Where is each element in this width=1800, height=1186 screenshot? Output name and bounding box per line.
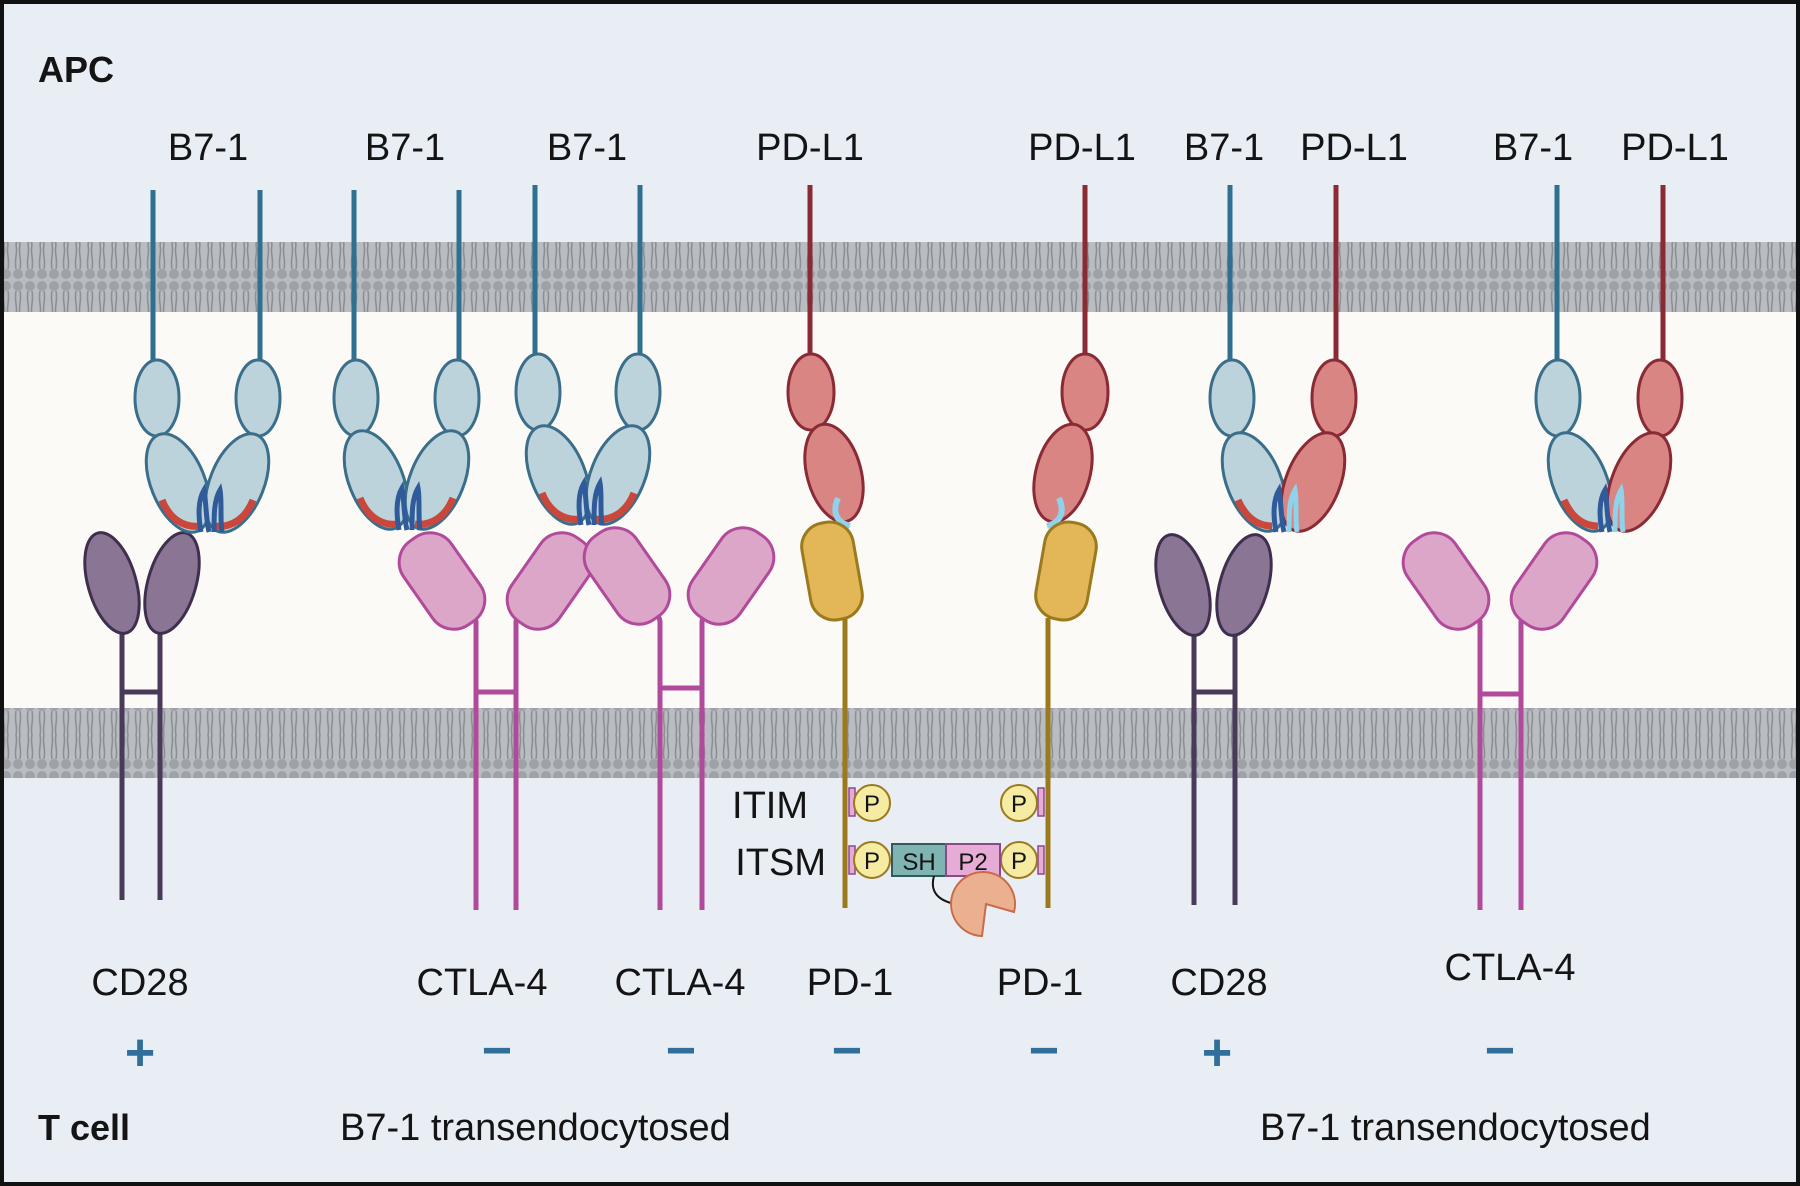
ligand-label: B7-1 [1493, 127, 1573, 169]
signal-sign: − [1029, 1022, 1059, 1080]
b7-1-dimer [133, 190, 282, 534]
svg-text:P: P [864, 848, 880, 875]
receptor-label: PD-1 [997, 962, 1084, 1004]
svg-text:P: P [1011, 791, 1027, 818]
cd28-receptor [83, 531, 201, 900]
shp2-phosphatase: SH P2 [891, 843, 1016, 938]
svg-text:SH: SH [902, 849, 935, 876]
signal-sign: − [482, 1022, 512, 1080]
signal-sign: + [1202, 1024, 1232, 1082]
signal-sign: − [1485, 1022, 1515, 1080]
apc-membrane [0, 242, 1800, 312]
receptor-label: CTLA-4 [615, 962, 746, 1004]
phospho-itim-left: P [853, 784, 891, 822]
svg-text:P: P [1011, 848, 1027, 875]
itsm-label: ITSM [735, 842, 826, 884]
transendocytosis-note: B7-1 transendocytosed [340, 1107, 731, 1149]
b7-1-pd-l1-cis-dimer-right [1534, 185, 1684, 533]
t-cell-membrane [0, 708, 1800, 778]
pd-l1-right [1032, 185, 1110, 529]
pd-1-signaling-motifs [848, 787, 1045, 875]
synapse-gap [0, 312, 1800, 708]
ligand-label: PD-L1 [756, 127, 864, 169]
receptor-label: CTLA-4 [1445, 947, 1576, 989]
phospho-itsm-right: P [1000, 841, 1038, 879]
ligand-label: B7-1 [168, 127, 248, 169]
receptor-label: CD28 [91, 962, 188, 1004]
pd-1-left [800, 520, 864, 908]
pd-1-right [1034, 520, 1098, 908]
itim-label: ITIM [732, 785, 808, 827]
phospho-itim-right: P [1000, 784, 1038, 822]
pd-l1-left [786, 185, 865, 529]
signal-sign: + [125, 1024, 155, 1082]
ctla-4-receptor-far-right [1401, 531, 1599, 910]
ctla-4-receptor-right [582, 526, 776, 910]
ligand-label: B7-1 [365, 127, 445, 169]
b7-1-pd-l1-cis-dimer-left [1208, 185, 1358, 533]
transendocytosis-note: B7-1 transendocytosed [1260, 1107, 1651, 1149]
receptor-label: PD-1 [807, 962, 894, 1004]
t-cell-label: T cell [38, 1107, 130, 1148]
receptor-label: CTLA-4 [417, 962, 548, 1004]
apc-label: APC [38, 49, 114, 90]
ctla-4-receptor-left [397, 531, 595, 910]
cd28-receptor-right [1154, 533, 1273, 905]
ligand-label: PD-L1 [1300, 127, 1408, 169]
ligand-label: B7-1 [547, 127, 627, 169]
ligand-label: PD-L1 [1621, 127, 1729, 169]
b7-1-dimer-left [332, 190, 481, 531]
ligand-label: PD-L1 [1028, 127, 1136, 169]
b7-1-dimer-right [514, 185, 662, 526]
signal-sign: − [666, 1022, 696, 1080]
receptor-label: CD28 [1170, 962, 1267, 1004]
signal-sign: − [832, 1022, 862, 1080]
ligand-label: B7-1 [1184, 127, 1264, 169]
phospho-itsm-left: P [853, 841, 891, 879]
svg-text:P: P [864, 791, 880, 818]
